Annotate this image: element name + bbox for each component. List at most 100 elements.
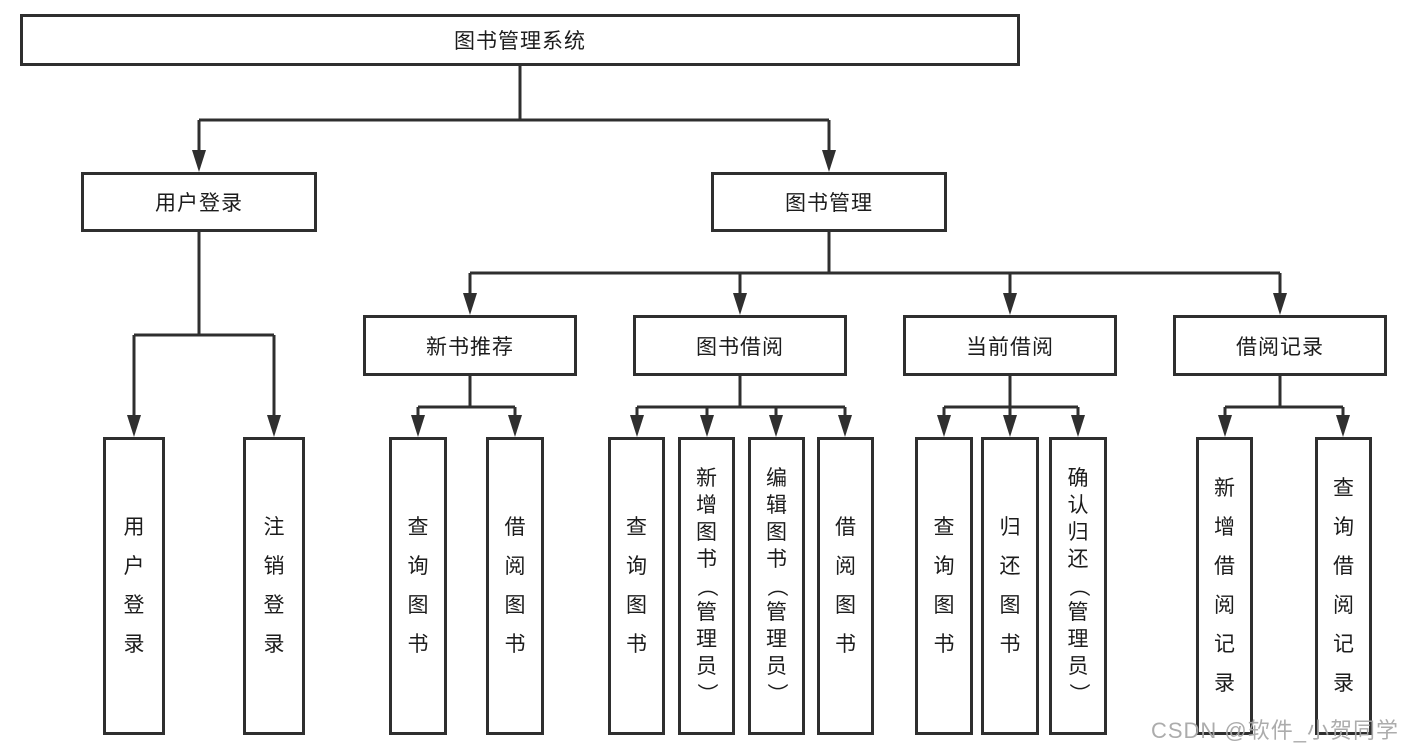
arrowhead-icon xyxy=(769,415,783,437)
node-label-char: 图 xyxy=(766,520,787,544)
node-label-char: 增 xyxy=(1214,516,1235,539)
node-label: 图书借阅 xyxy=(696,335,784,359)
node-query-books-current: 查询图书 xyxy=(915,437,973,735)
node-label: 借阅记录 xyxy=(1236,335,1324,359)
node-label-char: 询 xyxy=(407,555,429,578)
node-label-char: 确 xyxy=(1067,467,1089,491)
node-label-char: ） xyxy=(1066,682,1090,704)
node-borrow-books-borrow: 借阅图书 xyxy=(817,437,874,735)
node-label-char: 借 xyxy=(1214,555,1235,578)
arrowhead-icon xyxy=(630,415,644,437)
node-book-borrowing: 图书借阅 xyxy=(633,315,847,376)
node-label-char: 理 xyxy=(766,628,787,652)
node-label-char: 图 xyxy=(933,594,955,617)
node-label-char: 登 xyxy=(123,594,145,617)
node-label-char: （ xyxy=(765,575,788,597)
arrowhead-icon xyxy=(700,415,714,437)
arrowhead-icon xyxy=(463,293,477,315)
node-label: 图书管理系统 xyxy=(454,30,586,53)
node-label-char: 书 xyxy=(999,633,1021,656)
node-label-char: 录 xyxy=(1214,672,1235,695)
arrowhead-icon xyxy=(508,415,522,437)
node-label-char: 记 xyxy=(1214,633,1235,656)
node-label-char: 询 xyxy=(626,555,647,578)
node-label-char: 图 xyxy=(999,594,1021,617)
node-label-char: 员 xyxy=(696,654,717,678)
node-label-char: 阅 xyxy=(1333,594,1354,617)
node-label-char: 图 xyxy=(504,594,526,617)
node-user-login-group: 用户登录 xyxy=(81,172,317,232)
node-edit-books-admin: 编辑图书 （ 管理员 ） xyxy=(748,437,805,735)
arrowhead-icon xyxy=(733,293,747,315)
node-label-char: 录 xyxy=(263,633,285,656)
node-label-char: 书 xyxy=(933,633,955,656)
arrowhead-icon xyxy=(192,150,206,172)
arrowhead-icon xyxy=(838,415,852,437)
arrowhead-icon xyxy=(937,415,951,437)
node-label-char: ） xyxy=(765,682,788,704)
node-borrow-records: 借阅记录 xyxy=(1173,315,1387,376)
node-user-login: 用户登录 xyxy=(103,437,165,735)
node-current-borrowing: 当前借阅 xyxy=(903,315,1117,376)
node-new-book-recommend: 新书推荐 xyxy=(363,315,577,376)
node-label-char: 图 xyxy=(835,594,856,617)
node-label-char: 书 xyxy=(626,633,647,656)
node-label-char: 书 xyxy=(696,547,717,571)
node-label-char: 新 xyxy=(696,467,717,491)
node-label-char: 理 xyxy=(1067,628,1089,652)
node-label-char: 书 xyxy=(504,633,526,656)
node-label-char: 录 xyxy=(123,633,145,656)
node-label-char: 查 xyxy=(933,516,955,539)
node-label-char: 书 xyxy=(766,547,787,571)
node-borrow-books-recommend: 借阅图书 xyxy=(486,437,544,735)
arrowhead-icon xyxy=(1003,293,1017,315)
node-label: 新书推荐 xyxy=(426,335,514,359)
arrowhead-icon xyxy=(1003,415,1017,437)
node-add-books-admin: 新增图书（管理员） xyxy=(678,437,735,735)
node-label-char: 管 xyxy=(766,601,787,625)
node-label-char: ） xyxy=(695,682,718,704)
node-label-char: 辑 xyxy=(766,494,787,518)
node-label: 用户登录 xyxy=(155,192,243,215)
node-label-char: 询 xyxy=(933,555,955,578)
node-confirm-return-admin: 确认归还（管理员） xyxy=(1049,437,1107,735)
node-label-char: 还 xyxy=(1067,547,1089,571)
node-label-char: 查 xyxy=(407,516,429,539)
node-label-char: 阅 xyxy=(504,555,526,578)
node-label-char: 销 xyxy=(263,555,285,578)
node-label-char: 借 xyxy=(504,516,526,539)
node-label-char: 编 xyxy=(766,467,787,491)
node-query-borrow-record: 查询借阅记录 xyxy=(1315,437,1372,735)
node-label-char: 记 xyxy=(1333,633,1354,656)
node-label-char: 管 xyxy=(696,601,717,625)
node-label-char: 图 xyxy=(696,520,717,544)
node-label-char: 户 xyxy=(123,555,145,578)
csdn-watermark: CSDN @软件_小贺同学 xyxy=(1150,718,1399,743)
arrowhead-icon xyxy=(267,415,281,437)
arrowhead-icon xyxy=(1273,293,1287,315)
node-label-char: 登 xyxy=(263,594,285,617)
node-label-char: 阅 xyxy=(835,555,856,578)
arrowhead-icon xyxy=(1071,415,1085,437)
node-label-char: （ xyxy=(1066,575,1090,597)
arrowhead-icon xyxy=(1336,415,1350,437)
node-label-char: 理 xyxy=(696,628,717,652)
node-label-char: 查 xyxy=(1333,477,1354,500)
node-label-char: 归 xyxy=(999,516,1021,539)
node-label-char: 管 xyxy=(1067,601,1089,625)
node-label-char: （ xyxy=(695,575,718,597)
arrowhead-icon xyxy=(127,415,141,437)
node-label-char: 阅 xyxy=(1214,594,1235,617)
node-label-char: 书 xyxy=(407,633,429,656)
node-label-char: 归 xyxy=(1067,520,1089,544)
node-label: 当前借阅 xyxy=(966,335,1054,359)
node-label-char: 员 xyxy=(1067,654,1089,678)
node-label-char: 图 xyxy=(626,594,647,617)
node-label-char: 借 xyxy=(1333,555,1354,578)
node-label-char: 录 xyxy=(1333,672,1354,695)
node-label-char: 员 xyxy=(766,654,787,678)
node-query-books-recommend: 查询图书 xyxy=(389,437,447,735)
node-logout: 注销登录 xyxy=(243,437,305,735)
node-label-char: 新 xyxy=(1214,477,1235,500)
